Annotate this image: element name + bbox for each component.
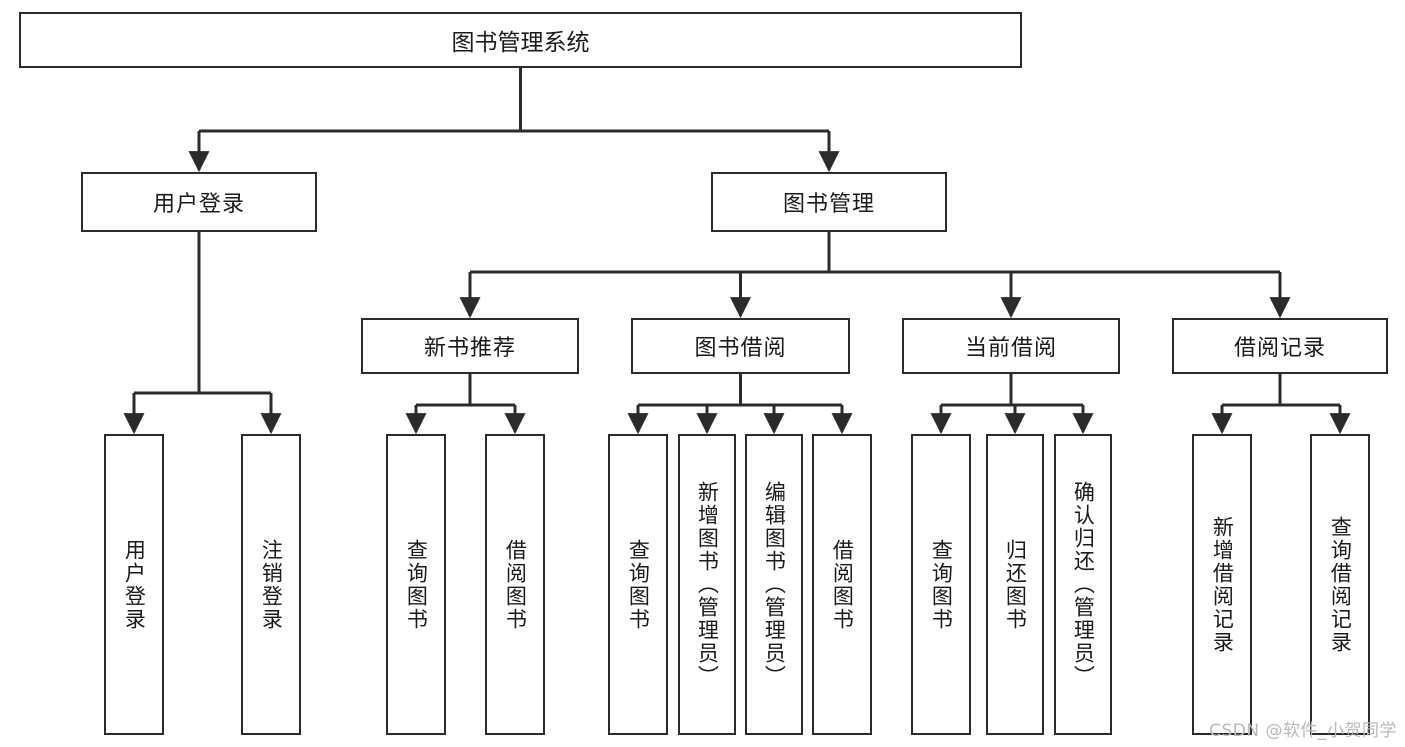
leaf-leaf-confirm-return-admin[interactable]: 确认归还（管理员） <box>1054 434 1112 735</box>
node-user-login[interactable]: 用户登录 <box>81 172 317 232</box>
leaf-leaf-borrow-book-recommend[interactable]: 借阅图书 <box>485 434 545 735</box>
node-label: 图书借阅 <box>694 336 787 361</box>
node-label: 编辑图书（管理员） <box>762 481 787 688</box>
leaf-leaf-borrow-book[interactable]: 借阅图书 <box>812 434 872 735</box>
leaf-leaf-return-book[interactable]: 归还图书 <box>986 434 1044 735</box>
leaf-leaf-edit-book-admin[interactable]: 编辑图书（管理员） <box>745 434 803 735</box>
node-label: 确认归还（管理员） <box>1071 481 1096 688</box>
node-label: 新增图书（管理员） <box>695 481 720 688</box>
leaf-leaf-add-book-admin[interactable]: 新增图书（管理员） <box>678 434 736 735</box>
node-label: 借阅图书 <box>830 538 855 631</box>
node-label: 新书推荐 <box>423 336 516 361</box>
node-label: 注销登录 <box>259 538 284 631</box>
node-label: 当前借阅 <box>964 336 1057 361</box>
leaf-leaf-logout-login[interactable]: 注销登录 <box>241 434 301 735</box>
leaf-leaf-query-borrow-record[interactable]: 查询借阅记录 <box>1310 434 1370 735</box>
node-current-borrow[interactable]: 当前借阅 <box>902 318 1120 374</box>
node-label: 借阅图书 <box>503 538 528 631</box>
node-root[interactable]: 图书管理系统 <box>19 12 1022 68</box>
node-label: 用户登录 <box>122 538 147 631</box>
node-label: 图书管理系统 <box>451 30 590 56</box>
leaf-leaf-query-book-borrow[interactable]: 查询图书 <box>608 434 668 735</box>
node-label: 归还图书 <box>1003 538 1028 631</box>
leaf-leaf-query-book-current[interactable]: 查询图书 <box>911 434 971 735</box>
leaf-leaf-user-login[interactable]: 用户登录 <box>104 434 164 735</box>
leaf-leaf-add-borrow-record[interactable]: 新增借阅记录 <box>1192 434 1252 735</box>
node-label: 查询图书 <box>626 538 651 631</box>
node-label: 查询借阅记录 <box>1328 515 1353 654</box>
node-label: 查询图书 <box>929 538 954 631</box>
leaf-leaf-query-book-recommend[interactable]: 查询图书 <box>386 434 446 735</box>
node-label: 借阅记录 <box>1233 336 1326 361</box>
node-new-book-recommend[interactable]: 新书推荐 <box>361 318 579 374</box>
node-borrow-record[interactable]: 借阅记录 <box>1172 318 1388 374</box>
node-label: 用户登录 <box>152 192 245 217</box>
node-book-management[interactable]: 图书管理 <box>711 172 947 232</box>
node-book-borrow[interactable]: 图书借阅 <box>631 318 850 374</box>
node-label: 查询图书 <box>404 538 429 631</box>
node-label: 新增借阅记录 <box>1210 515 1235 654</box>
node-label: 图书管理 <box>782 192 875 217</box>
